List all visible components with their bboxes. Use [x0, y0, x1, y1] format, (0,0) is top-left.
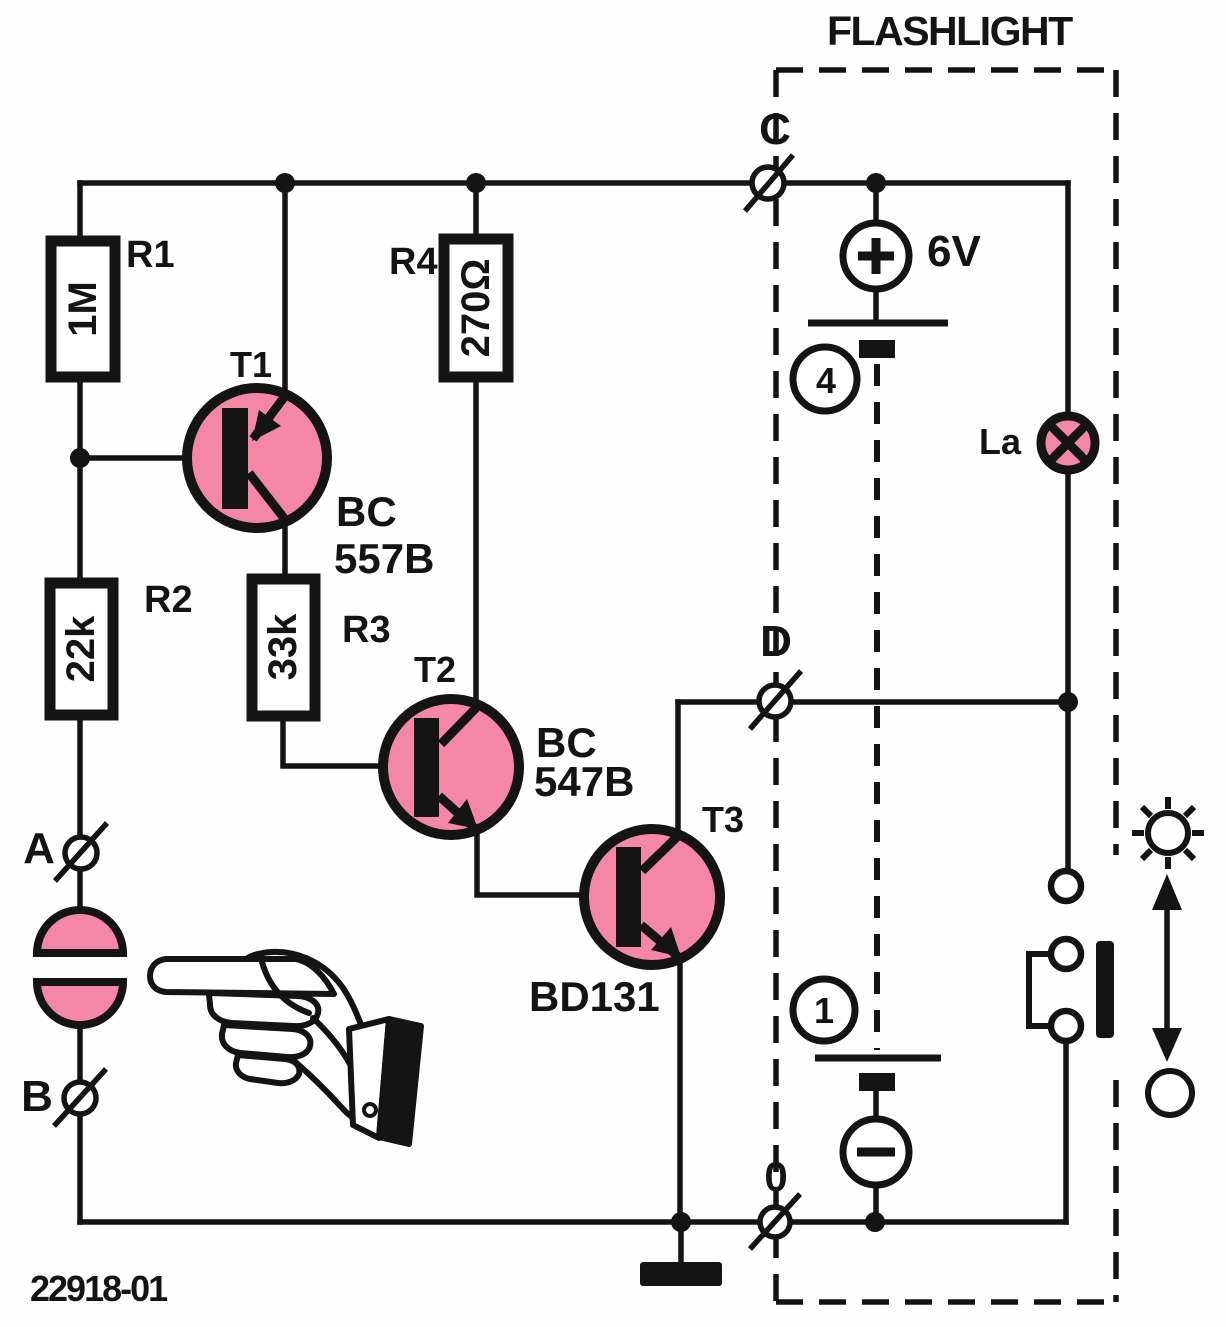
battery-cell-1-label: 1	[813, 990, 835, 1031]
transistor-t3-part: BD131	[529, 973, 660, 1020]
hand-thumb-crease	[259, 959, 312, 1016]
up-down-arrow-icon	[1152, 874, 1182, 1062]
terminal-a-slash	[52, 821, 110, 883]
transistor-t1-part-line1: BC	[336, 488, 397, 535]
slide-switch	[1026, 867, 1114, 1045]
resistor-r3-body	[246, 573, 321, 722]
touch-pads-icon	[32, 906, 128, 1029]
transistor-t1-ref: T1	[230, 344, 273, 385]
battery-cell-1-badge	[789, 975, 859, 1045]
resistor-r3-value: 33k	[261, 613, 305, 681]
switch-slider-knob	[1096, 941, 1114, 1038]
resistor-r1-value: 1M	[61, 281, 105, 337]
off-circle-icon	[1145, 1068, 1195, 1118]
resistors	[44, 233, 514, 722]
terminal-d-label: D	[760, 617, 792, 666]
junction-dot	[466, 173, 486, 193]
terminal-0-label: 0	[764, 1153, 788, 1200]
resistor-r4-body	[438, 233, 514, 383]
resistor-r1-ref: R1	[126, 234, 175, 276]
wire-t2-emitter-t3-base	[474, 827, 623, 898]
sun-icon	[1132, 797, 1204, 869]
resistor-r1-body	[45, 235, 121, 383]
battery-cell-4-badge	[789, 343, 861, 415]
transistor-t1-body	[182, 383, 332, 533]
transistor-t1-base-bar	[222, 408, 248, 509]
hand-finger-curl-2	[218, 1022, 314, 1061]
terminal-0-slash	[747, 1192, 803, 1251]
switch-contact-middle	[1047, 935, 1085, 973]
flashlight-title: FLASHLIGHT	[827, 8, 1073, 54]
transistor-t2-part-line1: BC	[536, 719, 597, 766]
junction-dot	[866, 173, 886, 193]
battery-bottom-short-plate	[859, 1073, 895, 1091]
switch-contact-top	[1047, 867, 1085, 905]
junction-dot	[70, 448, 90, 468]
transistor-t2-base-bar	[414, 718, 439, 817]
battery	[789, 219, 948, 1189]
battery-top-short-plate	[859, 340, 895, 358]
resistor-r2-value: 22k	[59, 615, 103, 683]
resistor-r2-body	[44, 577, 119, 721]
junction-dot	[865, 1212, 885, 1232]
switch-bridge	[1026, 951, 1049, 1029]
resistor-r4-value: 270Ω	[454, 258, 498, 358]
lamp-la	[1036, 411, 1100, 475]
battery-voltage-label: 6V	[927, 227, 981, 276]
terminal-d-slash	[747, 669, 804, 731]
battery-cell-4-label: 4	[815, 360, 837, 401]
pointing-hand-icon	[147, 948, 424, 1147]
transistor-t3-collector-line	[638, 832, 682, 875]
resistor-r3-ref: R3	[342, 609, 391, 651]
wire-r3-t2-base	[280, 714, 421, 769]
transistor-t3-emitter-arrow	[651, 927, 681, 957]
terminal-a-label: A	[23, 824, 55, 873]
terminal-c-slash	[742, 153, 796, 213]
terminal-b-slash	[51, 1067, 109, 1128]
transistor-t1-collector-line	[245, 470, 291, 525]
resistor-r2-ref: R2	[144, 579, 193, 621]
lamp-cross-icon	[1045, 420, 1091, 466]
lamp-label: La	[979, 421, 1022, 462]
ground-icon	[640, 1262, 722, 1286]
hand-finger-curl-3	[232, 1052, 303, 1087]
transistor-t2-collector-line	[437, 704, 480, 748]
terminal-points	[51, 153, 804, 1251]
transistor-t2-ref: T2	[414, 649, 457, 690]
junction-dots	[70, 173, 1078, 1232]
junction-dot	[671, 1212, 691, 1232]
transistor-t2-body	[378, 694, 524, 840]
switch-legend	[1132, 797, 1204, 1118]
wires	[77, 180, 1071, 1265]
transistor-t1-part-line2: 557B	[334, 535, 435, 582]
transistor-t1-emitter-arrow	[252, 410, 281, 441]
figure-number: 22918-01	[30, 1268, 168, 1309]
terminal-b-label: B	[21, 1072, 53, 1121]
touch-pad-lower	[32, 978, 128, 1029]
junction-dot	[1058, 692, 1078, 712]
switch-contact-bottom	[1047, 1007, 1085, 1045]
hand-cuff-button	[362, 1102, 378, 1118]
transistors	[182, 383, 725, 970]
plus-icon	[858, 238, 894, 274]
junction-dot	[275, 173, 295, 193]
transistor-t2-part-line2: 547B	[534, 758, 635, 805]
hand-index-finger	[147, 956, 337, 997]
transistor-t2-emitter-arrow	[448, 799, 478, 829]
terminal-c-label: C	[759, 105, 791, 154]
transistor-t3-body	[579, 824, 725, 970]
resistor-r4-ref: R4	[389, 241, 438, 283]
hand-cuff-black-bar	[376, 1016, 424, 1147]
transistor-t3-ref: T3	[702, 799, 745, 840]
touch-pad-upper	[32, 906, 128, 957]
transistor-t3-base-bar	[616, 847, 641, 947]
